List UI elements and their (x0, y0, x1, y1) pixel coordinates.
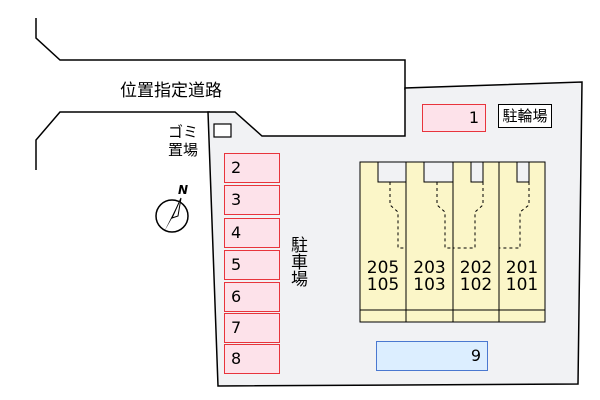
bicycle-parking-label: 駐輪場 (498, 104, 552, 128)
unit-label-lower: 103 (413, 275, 446, 295)
unit-label-upper: 202 (459, 258, 493, 278)
garbage-area-label-line1: ゴミ (168, 123, 199, 141)
building-unit-1 (359, 161, 407, 323)
garbage-area-label-line2: 置場 (168, 141, 199, 159)
parking-space-2: 2 (224, 153, 280, 183)
parking-space-9: 9 (376, 341, 488, 371)
unit-label-lower: 101 (505, 275, 539, 295)
apartment-building (359, 161, 546, 323)
entrance-notches (377, 161, 530, 183)
unit-label-upper: 203 (413, 258, 446, 278)
compass-icon (155, 197, 189, 233)
building-unit-2 (405, 161, 454, 323)
interior-dashed-lines (389, 182, 530, 249)
building-unit-4 (498, 161, 546, 323)
parking-space-4: 4 (224, 218, 280, 248)
parking-lot-label: 駐車場 (287, 236, 307, 287)
parking-space-1: 1 (422, 104, 486, 132)
compass-north-label: N (178, 183, 189, 197)
unit-label-upper: 205 (366, 258, 400, 278)
parking-space-7: 7 (224, 313, 280, 343)
parking-space-3: 3 (224, 185, 280, 215)
road-boundary-top (35, 18, 406, 90)
garbage-area-box (213, 123, 232, 138)
parking-space-5: 5 (224, 250, 280, 280)
road-boundary-bottom (35, 111, 210, 170)
road-label: 位置指定道路 (120, 81, 222, 101)
unit-label-lower: 105 (366, 275, 400, 295)
building-unit-3 (452, 161, 500, 323)
unit-label-upper: 201 (505, 258, 539, 278)
parking-space-8: 8 (224, 344, 280, 374)
parking-space-6: 6 (224, 282, 280, 312)
unit-label-lower: 102 (459, 275, 493, 295)
